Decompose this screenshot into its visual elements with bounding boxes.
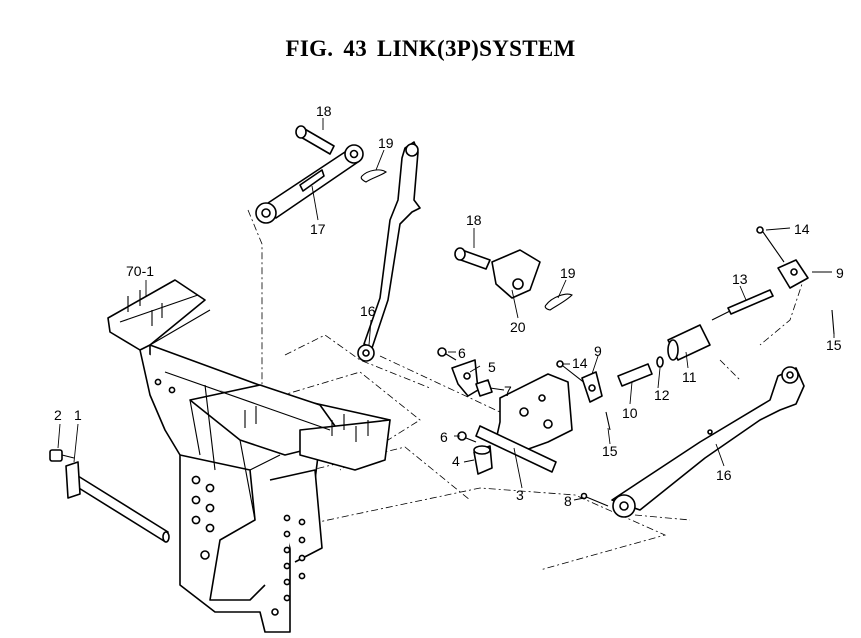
label-14-upper: 14	[794, 221, 810, 237]
label-18-mid: 18	[466, 212, 482, 228]
pin-15-upper	[831, 309, 835, 335]
pin-8	[580, 492, 609, 507]
bushing-4	[473, 445, 493, 475]
label-5: 5	[488, 359, 496, 375]
rod-end-10	[617, 363, 653, 387]
label-15-upper: 15	[826, 337, 842, 353]
bracket-20	[491, 249, 541, 299]
label-2: 2	[54, 407, 62, 423]
pivot-shaft-1	[65, 461, 170, 543]
top-link-17	[255, 144, 364, 224]
label-70-1: 70-1	[126, 263, 154, 279]
label-16-left: 16	[360, 303, 376, 319]
label-14-mid: 14	[572, 355, 588, 371]
label-4: 4	[452, 453, 460, 469]
clip-19-upper	[360, 169, 387, 183]
plate-3	[475, 373, 573, 473]
figure-title: FIG. 43 LINK(3P)SYSTEM	[285, 36, 576, 61]
label-20: 20	[510, 319, 526, 335]
label-12: 12	[654, 387, 670, 403]
bolt-6-lower	[457, 431, 477, 443]
label-6-upper: 6	[458, 345, 466, 361]
label-15-mid: 15	[602, 443, 618, 459]
part-labels: 18 19 17 18 19 20 16 70-1 2 1 6 5 7 6 4 …	[54, 103, 844, 509]
pin-15-mid	[605, 411, 611, 431]
label-9-mid: 9	[594, 343, 602, 359]
label-10: 10	[622, 405, 638, 421]
bolt-2	[49, 449, 75, 462]
bolt-6-upper	[437, 347, 457, 361]
bracket-5	[451, 359, 479, 397]
label-16-right: 16	[716, 467, 732, 483]
label-19-upper: 19	[378, 135, 394, 151]
turnbuckle-11	[667, 324, 711, 361]
label-8: 8	[564, 493, 572, 509]
threaded-rod-13	[711, 289, 774, 321]
leader-lines	[57, 118, 835, 501]
pin-18-mid	[454, 247, 491, 270]
label-13: 13	[732, 271, 748, 287]
label-18-upper: 18	[316, 103, 332, 119]
label-17: 17	[310, 221, 326, 237]
label-3: 3	[516, 487, 524, 503]
bolt-14-upper	[756, 226, 785, 263]
pin-18-upper	[295, 125, 335, 155]
nut-7	[475, 379, 493, 397]
assembly-guide-lines	[194, 209, 806, 571]
main-frame-70-1	[107, 279, 391, 633]
nut-12	[656, 356, 664, 368]
clevis-9-mid	[581, 371, 603, 403]
clevis-9-upper	[777, 259, 809, 289]
label-6-lower: 6	[440, 429, 448, 445]
lift-rod-16-left	[357, 141, 421, 362]
label-7: 7	[504, 383, 512, 399]
label-9-upper: 9	[836, 265, 844, 281]
lift-arm-16-right	[611, 366, 805, 518]
label-11: 11	[682, 369, 697, 385]
label-19-mid: 19	[560, 265, 576, 281]
label-1: 1	[74, 407, 82, 423]
